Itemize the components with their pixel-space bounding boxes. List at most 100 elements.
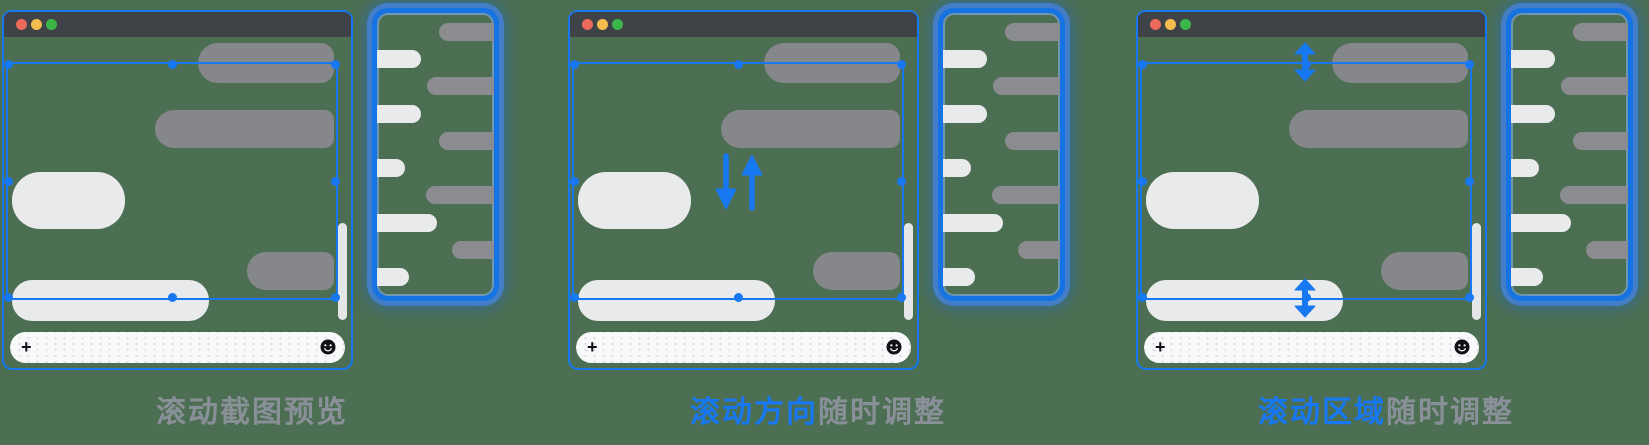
selection-handle[interactable]: [897, 293, 906, 302]
chat-bubble: [1381, 252, 1468, 290]
selection-handle[interactable]: [897, 176, 906, 186]
chat-bubble: [721, 110, 900, 148]
panel-caption: 滚动方向随时调整: [568, 387, 1068, 431]
selection-handle[interactable]: [897, 60, 906, 69]
chat-bubble: [155, 110, 334, 148]
chat-bubble: [377, 104, 421, 123]
preview-bubbles: [1511, 13, 1628, 296]
chat-bubble: [452, 240, 494, 259]
selection-handle[interactable]: [331, 60, 340, 69]
scrollbar[interactable]: [338, 223, 347, 320]
chat-bubble: [943, 213, 1003, 232]
chat-bubble: [1511, 159, 1539, 178]
scrollbar[interactable]: [904, 223, 913, 320]
close-icon[interactable]: [1150, 19, 1161, 30]
minimize-icon[interactable]: [597, 19, 608, 30]
chat-bubble: [1005, 131, 1060, 150]
chat-bubble: [426, 186, 494, 205]
selection-handle[interactable]: [167, 60, 177, 69]
chat-bubble: [943, 159, 971, 178]
selection-handle[interactable]: [1465, 293, 1474, 302]
selection-handle[interactable]: [1465, 60, 1474, 69]
chat-bubble: [1289, 110, 1468, 148]
chat-bubble: [578, 172, 691, 229]
chat-window: +: [1136, 10, 1487, 370]
caption-highlight: 滚动区域: [1258, 396, 1386, 429]
capture-selection[interactable]: [570, 60, 906, 302]
panel-caption: 滚动区域随时调整: [1136, 387, 1636, 431]
caption-highlight: 滚动方向: [690, 396, 818, 429]
scroll-preview-panel: [938, 8, 1065, 301]
chat-bubble: [993, 77, 1060, 96]
fullscreen-icon[interactable]: [1180, 19, 1191, 30]
smiley-emoji-icon[interactable]: [886, 339, 902, 355]
plus-icon[interactable]: +: [587, 337, 598, 357]
chat-bubble: [12, 280, 209, 321]
selection-handle[interactable]: [1138, 60, 1147, 69]
scroll-preview-panel: [372, 8, 499, 301]
fullscreen-icon[interactable]: [612, 19, 623, 30]
chat-bubble: [1586, 240, 1628, 259]
close-icon[interactable]: [582, 19, 593, 30]
selection-handle[interactable]: [1138, 293, 1147, 302]
minimize-icon[interactable]: [1165, 19, 1176, 30]
panel-caption: 滚动截图预览: [2, 387, 502, 431]
preview-bubbles: [943, 13, 1060, 296]
preview-bubbles: [377, 13, 494, 296]
chat-bubble: [1511, 267, 1543, 286]
chat-bubble: [813, 252, 900, 290]
message-input[interactable]: +: [576, 332, 911, 363]
selection-handle[interactable]: [4, 293, 13, 302]
chat-bubble: [12, 172, 125, 229]
resize-vertical-arrow-icon: [1292, 42, 1318, 87]
fullscreen-icon[interactable]: [46, 19, 57, 30]
scroll-direction-arrows-icon: [714, 153, 764, 216]
chat-bubble: [1511, 50, 1555, 69]
message-input[interactable]: +: [10, 332, 345, 363]
selection-handle[interactable]: [570, 60, 579, 69]
smiley-emoji-icon[interactable]: [1454, 339, 1470, 355]
selection-handle[interactable]: [1138, 176, 1147, 186]
chat-window: +: [2, 10, 353, 370]
caption-rest: 滚动截图预览: [156, 396, 348, 429]
chat-bubble: [439, 131, 494, 150]
chat-bubble: [1511, 213, 1571, 232]
chat-bubble: [1573, 23, 1628, 41]
chat-bubble: [578, 280, 775, 321]
panel-scroll-direction-adjust: +: [568, 0, 1068, 445]
capture-selection[interactable]: [4, 60, 340, 302]
minimize-icon[interactable]: [31, 19, 42, 30]
chat-bubble: [377, 159, 405, 178]
message-input[interactable]: +: [1144, 332, 1479, 363]
chat-bubble: [377, 213, 437, 232]
selection-handle[interactable]: [331, 293, 340, 302]
chat-bubble: [427, 77, 494, 96]
plus-icon[interactable]: +: [1155, 337, 1166, 357]
chat-bubble: [943, 267, 975, 286]
chat-bubble: [943, 104, 987, 123]
close-icon[interactable]: [16, 19, 27, 30]
selection-handle[interactable]: [4, 60, 13, 69]
capture-selection[interactable]: [1138, 60, 1474, 302]
selection-handle[interactable]: [733, 293, 743, 302]
panel-scroll-screenshot-preview: +: [2, 0, 502, 445]
selection-handle[interactable]: [570, 293, 579, 302]
selection-handle[interactable]: [4, 176, 13, 186]
chat-bubble: [1560, 186, 1628, 205]
selection-handle[interactable]: [167, 293, 177, 302]
selection-handle[interactable]: [570, 176, 579, 186]
scrollbar[interactable]: [1472, 223, 1481, 320]
window-titlebar: [1138, 12, 1485, 37]
chat-bubble: [247, 252, 334, 290]
plus-icon[interactable]: +: [21, 337, 32, 357]
smiley-emoji-icon[interactable]: [320, 339, 336, 355]
chat-bubble: [377, 50, 421, 69]
selection-handle[interactable]: [331, 176, 340, 186]
chat-bubble: [1511, 104, 1555, 123]
resize-vertical-arrow-icon: [1292, 278, 1318, 323]
chat-bubble: [439, 23, 494, 41]
selection-handle[interactable]: [733, 60, 743, 69]
selection-handle[interactable]: [1465, 176, 1474, 186]
panel-scroll-area-adjust: +: [1136, 0, 1636, 445]
